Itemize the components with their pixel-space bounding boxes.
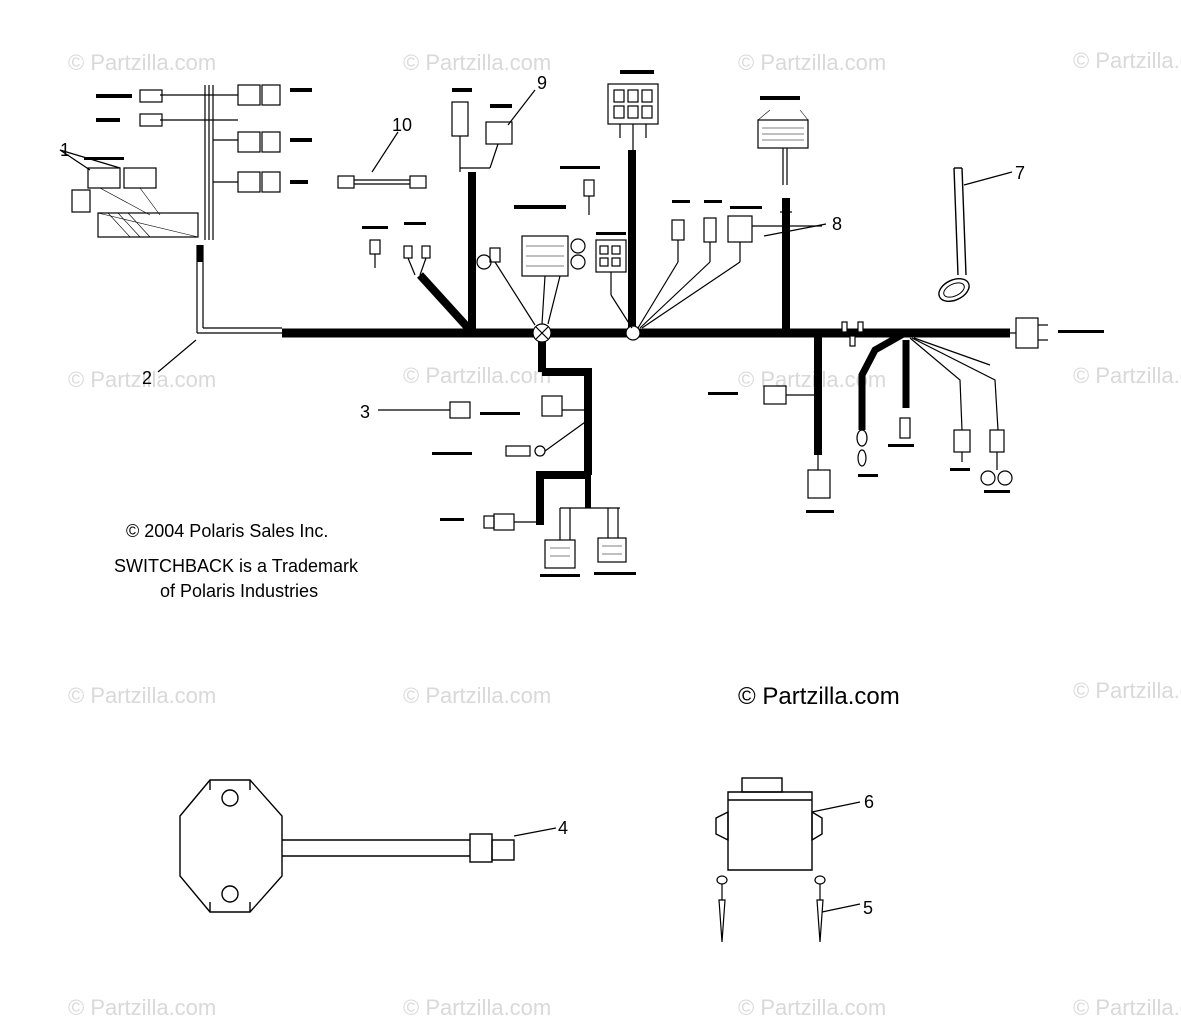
fastener-screws: [716, 875, 861, 943]
callout-leaders: [157, 223, 827, 373]
callout-1: 1: [60, 140, 70, 160]
callout-5: 5: [863, 898, 873, 918]
watermark: © Partzilla.com: [403, 995, 552, 1020]
callout-3: 3: [360, 402, 370, 422]
accessory-power-port: [369, 239, 431, 276]
callout-2: 2: [142, 368, 152, 388]
seat-pump-diagnostic-connectors: [637, 211, 822, 329]
ignition-switch-connectors: [451, 89, 536, 172]
watermark: © Partzilla.com: [1073, 48, 1181, 73]
cable-tie-strap: [938, 167, 1013, 303]
trademark-note-line1: SWITCHBACK is a Trademark: [114, 556, 359, 576]
cdi-box: [715, 777, 861, 871]
taillight-connector: [807, 455, 831, 499]
callout-9: 9: [537, 73, 547, 93]
harness-clips: [841, 321, 864, 347]
watermark: © Partzilla.com: [1073, 678, 1181, 703]
watermark: © Partzilla.com: [1073, 995, 1181, 1020]
exhaust-temp-sensor: [505, 419, 589, 457]
callout-10: 10: [392, 115, 412, 135]
watermark: © Partzilla.com: [403, 683, 552, 708]
regulator-connector: [607, 83, 659, 150]
watermark: © Partzilla.com: [403, 363, 552, 388]
callout-6: 6: [864, 792, 874, 812]
watermark: © Partzilla.com: [403, 50, 552, 75]
trademark-note-line2: of Polaris Industries: [160, 581, 319, 601]
jumper-lead: [337, 131, 427, 189]
watermark: © Partzilla.com: [68, 683, 217, 708]
splice-band: [476, 235, 586, 326]
component-micro-labels: [84, 70, 1104, 577]
handlebar-switch-assembly: [59, 84, 281, 240]
fuel-pump-connector: [595, 239, 633, 329]
engine-chassis-connector: [757, 109, 809, 185]
watermark: © Partzilla.com: [68, 995, 217, 1020]
main-harness-trunk: [196, 150, 1010, 525]
copyright-note: © 2004 Polaris Sales Inc.: [126, 521, 329, 541]
callout-numbers: 1 2 3 4 5 6 7 8 9 10: [60, 73, 1025, 918]
callout-7: 7: [1015, 163, 1025, 183]
ignition-module: [179, 779, 557, 913]
ground-choke-terminals: [856, 417, 911, 467]
cdi-connectors: [544, 507, 627, 569]
watermark: © Partzilla.com: [738, 50, 887, 75]
watermark-main: © Partzilla.com: [738, 683, 900, 710]
callout-4: 4: [558, 818, 568, 838]
watermark: © Partzilla.com: [68, 50, 217, 75]
charging-relay-right: [1010, 317, 1048, 349]
watermark: © Partzilla.com: [738, 995, 887, 1020]
watermark: © Partzilla.com: [68, 367, 217, 392]
watermark: © Partzilla.com: [1073, 363, 1181, 388]
charging-relay-left: [378, 395, 588, 419]
right-sensor-wires: [909, 337, 1013, 486]
capacitor: [763, 385, 818, 405]
air-temp-sensor: [483, 513, 540, 531]
callout-8: 8: [832, 214, 842, 234]
oil-light-sensor: [583, 179, 595, 215]
